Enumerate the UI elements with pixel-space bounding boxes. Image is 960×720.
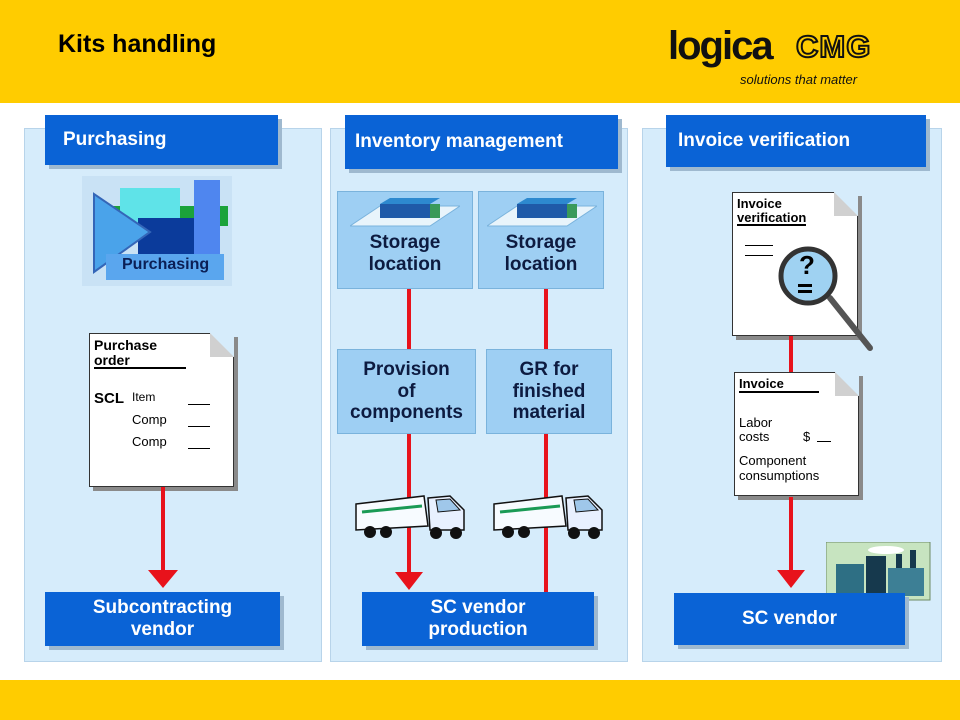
flow-arrow-line [161, 487, 165, 571]
arrow-down-icon [777, 570, 805, 588]
po-scl-label: SCL [94, 390, 124, 407]
flow-line-right-top [544, 289, 548, 349]
logo-wordmark: logica [668, 24, 774, 68]
page-title: Kits handling [58, 30, 217, 58]
page-fold-icon [834, 192, 858, 216]
invoice-labor-line2: costs [739, 429, 770, 444]
invoice-title: Invoice [739, 377, 819, 393]
purchasing-graphic [93, 180, 228, 280]
purchase-order-document: Purchase order SCL Item Comp Comp [89, 333, 234, 487]
storage-left-line1: Storage [369, 232, 441, 253]
logo-tagline: solutions that matter [740, 72, 858, 87]
gr-line3: material [512, 402, 586, 424]
warehouse-icon [350, 198, 460, 227]
inventory-header-label: Inventory management [355, 131, 563, 153]
page-fold-icon [835, 372, 859, 396]
iv-title-line1: Invoice [737, 196, 782, 211]
invoice-dollar: $ [803, 429, 811, 444]
sc-vendor-production-line2: production [428, 619, 528, 640]
subcontracting-vendor-box: Subcontracting vendor [45, 592, 280, 646]
invoice-header: Invoice verification [666, 115, 926, 167]
iv-line2 [745, 255, 773, 256]
page-fold-icon [210, 333, 234, 357]
purchasing-header-label: Purchasing [63, 129, 167, 151]
logo: logica CMG solutions that matter [668, 24, 928, 94]
arrow-down-icon [395, 572, 423, 590]
po-comp1-label: Comp [132, 412, 167, 427]
storage-location-left: Storage location [337, 191, 473, 289]
sc-vendor-label: SC vendor [741, 608, 838, 630]
invoice-document: Invoice Labor costs $ Component consumpt… [734, 372, 859, 496]
iv-title-line2: verification [737, 209, 807, 227]
subcontracting-vendor-line2: vendor [130, 619, 195, 640]
provision-line1: Provision [363, 358, 450, 380]
purchasing-transaction-icon: Purchasing [82, 176, 232, 286]
invoice-dollar-line [817, 441, 831, 442]
storage-left-line2: location [368, 253, 442, 275]
factory-icon [826, 542, 931, 601]
purchase-order-title: Purchase order [94, 337, 186, 370]
gr-line2: finished [512, 380, 586, 402]
footer-bar [0, 680, 960, 720]
storage-location-right: Storage location [478, 191, 604, 289]
flow-line-left-top [407, 289, 411, 349]
question-mark: ? [799, 250, 815, 280]
flow-line-invoice-top [789, 336, 793, 372]
gr-line1: GR for [519, 358, 579, 380]
logo-brand: CMG [795, 28, 872, 65]
warehouse-icon [487, 198, 597, 227]
po-item-label: Item [132, 390, 156, 404]
flow-line-invoice-bottom [789, 497, 793, 572]
purchasing-icon-label: Purchasing [122, 256, 210, 273]
invoice-verification-title: Invoice verification [737, 196, 807, 227]
invoice-comp-line2: consumptions [739, 468, 820, 483]
subcontracting-vendor-line1: Subcontracting [92, 597, 233, 619]
po-title-line2: order [94, 352, 186, 370]
sc-vendor-production-box: SC vendor production [362, 592, 594, 646]
sc-vendor-production-line1: SC vendor [430, 597, 526, 619]
truck-icon [493, 495, 603, 539]
inventory-header: Inventory management [345, 115, 618, 169]
invoice-header-label: Invoice verification [678, 130, 851, 152]
storage-right-label: Storage location [479, 232, 603, 276]
po-line1 [188, 404, 210, 405]
truck-icon [355, 495, 465, 539]
po-line3 [188, 448, 210, 449]
purchasing-header: Purchasing [45, 115, 278, 165]
storage-right-line1: Storage [505, 232, 577, 253]
provision-line2: of [397, 380, 416, 402]
po-comp2-label: Comp [132, 434, 167, 449]
arrow-down-icon [148, 570, 178, 588]
gr-finished-material-box: GR for finished material [486, 349, 612, 434]
storage-right-line2: location [504, 253, 578, 275]
sc-vendor-box: SC vendor [674, 593, 905, 645]
storage-left-label: Storage location [338, 232, 472, 276]
provision-of-components-box: Provision of components [337, 349, 476, 434]
po-title-line1: Purchase [94, 337, 158, 353]
provision-line3: components [350, 402, 463, 424]
header-bar [0, 0, 960, 103]
invoice-comp-line1: Component [739, 453, 807, 468]
magnifier-icon [778, 246, 873, 351]
invoice-labor-line1: Labor [739, 415, 773, 430]
po-line2 [188, 426, 210, 427]
iv-line1 [745, 245, 773, 246]
